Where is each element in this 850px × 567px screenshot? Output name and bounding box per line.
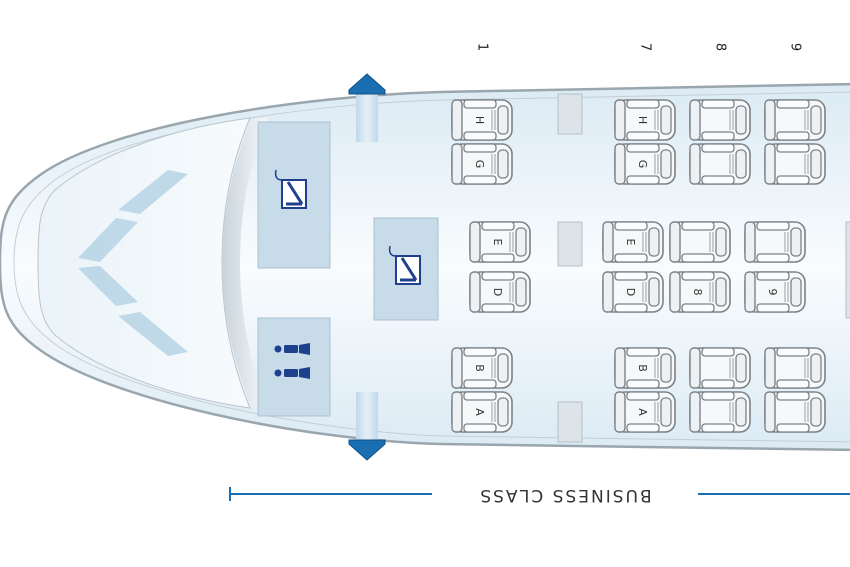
seat-8H[interactable] <box>689 99 751 141</box>
seat-1H[interactable]: H <box>451 99 513 141</box>
seat-label: B <box>473 364 486 372</box>
seat-label: B <box>636 364 649 372</box>
seat-7D[interactable]: D <box>602 271 664 313</box>
seat-label: 9 <box>766 289 779 296</box>
seat-1G[interactable]: G <box>451 143 513 185</box>
seat-label: A <box>636 408 649 416</box>
seat-8D[interactable]: 8 <box>669 271 731 313</box>
seat-label: H <box>473 116 486 124</box>
seat-8E[interactable] <box>669 221 731 263</box>
galley-forward <box>257 121 331 269</box>
seat-1E[interactable]: E <box>469 221 531 263</box>
galley-cup-icon <box>274 169 307 209</box>
exit-bottom <box>348 392 386 461</box>
seat-7A[interactable]: A <box>614 391 676 433</box>
cabin-class-indicator: BUSINESS CLASS <box>229 485 850 505</box>
seat-1B[interactable]: B <box>451 347 513 389</box>
seat-9G[interactable] <box>764 143 826 185</box>
seat-9B[interactable] <box>764 347 826 389</box>
seat-label: G <box>473 160 486 169</box>
stowage-block <box>557 221 583 267</box>
seat-7H[interactable]: H <box>614 99 676 141</box>
seat-8G[interactable] <box>689 143 751 185</box>
stowage-blocks <box>557 93 850 443</box>
galley-cup-icon <box>388 245 421 285</box>
lavatory <box>257 317 331 417</box>
seat-9E[interactable] <box>744 221 806 263</box>
cockpit <box>37 117 268 409</box>
seat-1D[interactable]: D <box>469 271 531 313</box>
row-number: 9 <box>788 43 803 51</box>
exit-arrow-top-icon <box>348 73 386 95</box>
seat-label: E <box>624 239 637 246</box>
seat-9A[interactable] <box>764 391 826 433</box>
seat-label: G <box>636 160 649 169</box>
seat-label: D <box>491 288 504 296</box>
exit-arrow-bottom-icon <box>348 439 386 461</box>
stowage-block <box>845 221 850 319</box>
seat-label: A <box>473 408 486 416</box>
seat-label: D <box>624 288 637 296</box>
seat-label: H <box>636 116 649 124</box>
seat-9D[interactable]: 9 <box>744 271 806 313</box>
seat-8A[interactable] <box>689 391 751 433</box>
seat-8B[interactable] <box>689 347 751 389</box>
seat-9H[interactable] <box>764 99 826 141</box>
seat-label: E <box>491 239 504 246</box>
galley-center <box>373 217 439 321</box>
exit-top <box>348 73 386 142</box>
seat-label: 8 <box>691 289 704 296</box>
cabin-class-label: BUSINESS CLASS <box>478 485 651 505</box>
row-number: 7 <box>638 43 653 51</box>
row-number: 1 <box>475 43 490 51</box>
seats: H G E D B A H G E D B A 8 9 <box>451 99 826 433</box>
bulkhead <box>222 118 268 408</box>
seat-7G[interactable]: G <box>614 143 676 185</box>
seat-1A[interactable]: A <box>451 391 513 433</box>
seat-7B[interactable]: B <box>614 347 676 389</box>
lavatory-icon <box>274 343 310 379</box>
row-number: 8 <box>713 43 728 51</box>
windshield-panels <box>78 170 188 356</box>
stowage-block <box>557 93 583 135</box>
stowage-block <box>557 401 583 443</box>
seat-7E[interactable]: E <box>602 221 664 263</box>
